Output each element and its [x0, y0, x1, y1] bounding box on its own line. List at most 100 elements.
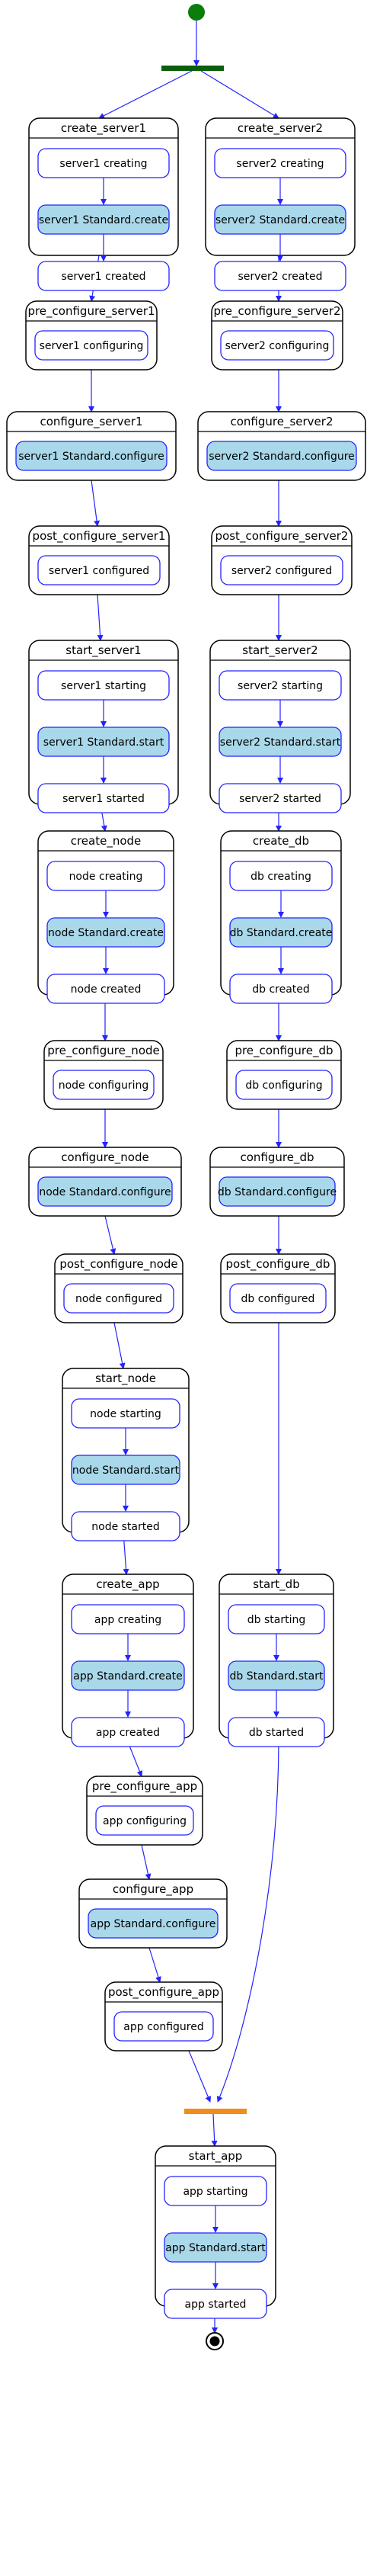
- state-group-start-server2: start_server2 server2 starting server2 Sta…: [209, 640, 351, 813]
- state-node: [53, 1070, 155, 1100]
- group-title: pre_configure_server1: [27, 304, 155, 319]
- group-title: configure_server1: [40, 415, 143, 429]
- group-title: create_server2: [238, 121, 323, 136]
- state-label: app configured: [123, 2021, 203, 2033]
- state-label: db started: [249, 1727, 304, 1739]
- state-label: node configuring: [59, 1079, 149, 1092]
- state-node: [63, 1283, 174, 1314]
- transition-edge: [188, 2050, 211, 2103]
- group-title: start_server2: [242, 643, 318, 658]
- state-node: [37, 783, 170, 813]
- state-label: server2 starting: [238, 680, 323, 692]
- group-title: start_node: [95, 1371, 156, 1386]
- state-label: db Standard.start: [230, 1670, 324, 1683]
- state-label: app Standard.configure: [91, 1918, 216, 1930]
- state-label: node creating: [69, 871, 143, 883]
- transition-edge: [216, 1737, 279, 2103]
- group-title: start_db: [253, 1577, 299, 1592]
- group-title: create_server1: [61, 121, 146, 136]
- transition-edge: [97, 594, 104, 641]
- group-title: pre_configure_node: [47, 1044, 160, 1058]
- transition-edge: [211, 2113, 218, 2147]
- state-label: node started: [91, 1521, 160, 1533]
- state-group-pre-configure-server1: pre_configure_server1 server1 configuring: [25, 300, 158, 371]
- state-group-create-server1: create_server1 server1 creating server1 St…: [28, 117, 179, 291]
- state-label: node Standard.create: [48, 927, 164, 939]
- action-state: [219, 1176, 336, 1207]
- state-node: [71, 1717, 185, 1747]
- group-title: post_configure_server1: [33, 529, 166, 544]
- state-node: [71, 1511, 180, 1541]
- state-label: server1 configuring: [40, 340, 144, 352]
- state-node: [34, 330, 148, 361]
- transition-edge: [98, 70, 193, 119]
- state-label: server1 Standard.start: [43, 736, 164, 749]
- state-label: server1 created: [61, 271, 145, 283]
- group-title: pre_configure_db: [235, 1044, 333, 1058]
- group-title: post_configure_db: [226, 1257, 330, 1272]
- state-label: server2 created: [238, 271, 322, 283]
- state-label: server1 Standard.create: [39, 214, 168, 226]
- transition-edge: [141, 1844, 152, 1880]
- state-node: [219, 783, 342, 813]
- state-node: [164, 2289, 267, 2319]
- state-label: db Standard.configure: [218, 1186, 337, 1198]
- transition-edge: [200, 70, 279, 119]
- state-label: app created: [96, 1727, 160, 1739]
- state-node: [229, 974, 333, 1004]
- state-label: node created: [71, 983, 142, 996]
- group-title: configure_db: [240, 1150, 314, 1165]
- state-node: [37, 261, 170, 291]
- state-node: [235, 1070, 333, 1100]
- state-label: db Standard.create: [230, 927, 333, 939]
- state-label: db configuring: [245, 1079, 322, 1092]
- state-label: node Standard.configure: [39, 1186, 171, 1198]
- action-state: [88, 1908, 219, 1939]
- state-group-configure-server1: configure_server1 server1 Standard.config…: [6, 411, 177, 481]
- action-state: [37, 1176, 173, 1207]
- state-label: db configured: [241, 1293, 315, 1305]
- state-label: node starting: [90, 1408, 161, 1420]
- diagram-nodes: [161, 4, 247, 2350]
- state-label: app Standard.create: [73, 1670, 182, 1683]
- join-bar: [184, 2109, 247, 2114]
- state-label: app configuring: [103, 1815, 187, 1827]
- state-label: server2 Standard.start: [220, 736, 341, 749]
- state-node: [46, 974, 165, 1004]
- state-node: [228, 1717, 325, 1747]
- state-label: node Standard.start: [72, 1464, 180, 1477]
- transition-edge: [148, 1947, 161, 1983]
- group-title: pre_configure_server2: [213, 304, 340, 319]
- state-groups: create_server1 server1 creating server1 St…: [6, 117, 366, 2319]
- final-node: [206, 2332, 224, 2350]
- group-title: configure_node: [61, 1150, 148, 1165]
- action-state: [15, 441, 168, 471]
- transition-edge: [91, 480, 101, 527]
- group-title: post_configure_node: [59, 1257, 177, 1272]
- group-title: create_app: [96, 1577, 159, 1592]
- state-label: app starting: [183, 2186, 247, 2198]
- group-title: post_configure_server2: [215, 529, 349, 544]
- state-label: server1 Standard.configure: [18, 451, 164, 463]
- state-label: server2 started: [239, 793, 321, 805]
- state-node: [220, 330, 334, 361]
- state-label: server1 creating: [59, 158, 147, 170]
- state-label: db created: [252, 983, 310, 996]
- state-label: server2 configuring: [225, 340, 330, 352]
- state-label: db starting: [247, 1614, 305, 1626]
- state-node: [113, 2011, 214, 2042]
